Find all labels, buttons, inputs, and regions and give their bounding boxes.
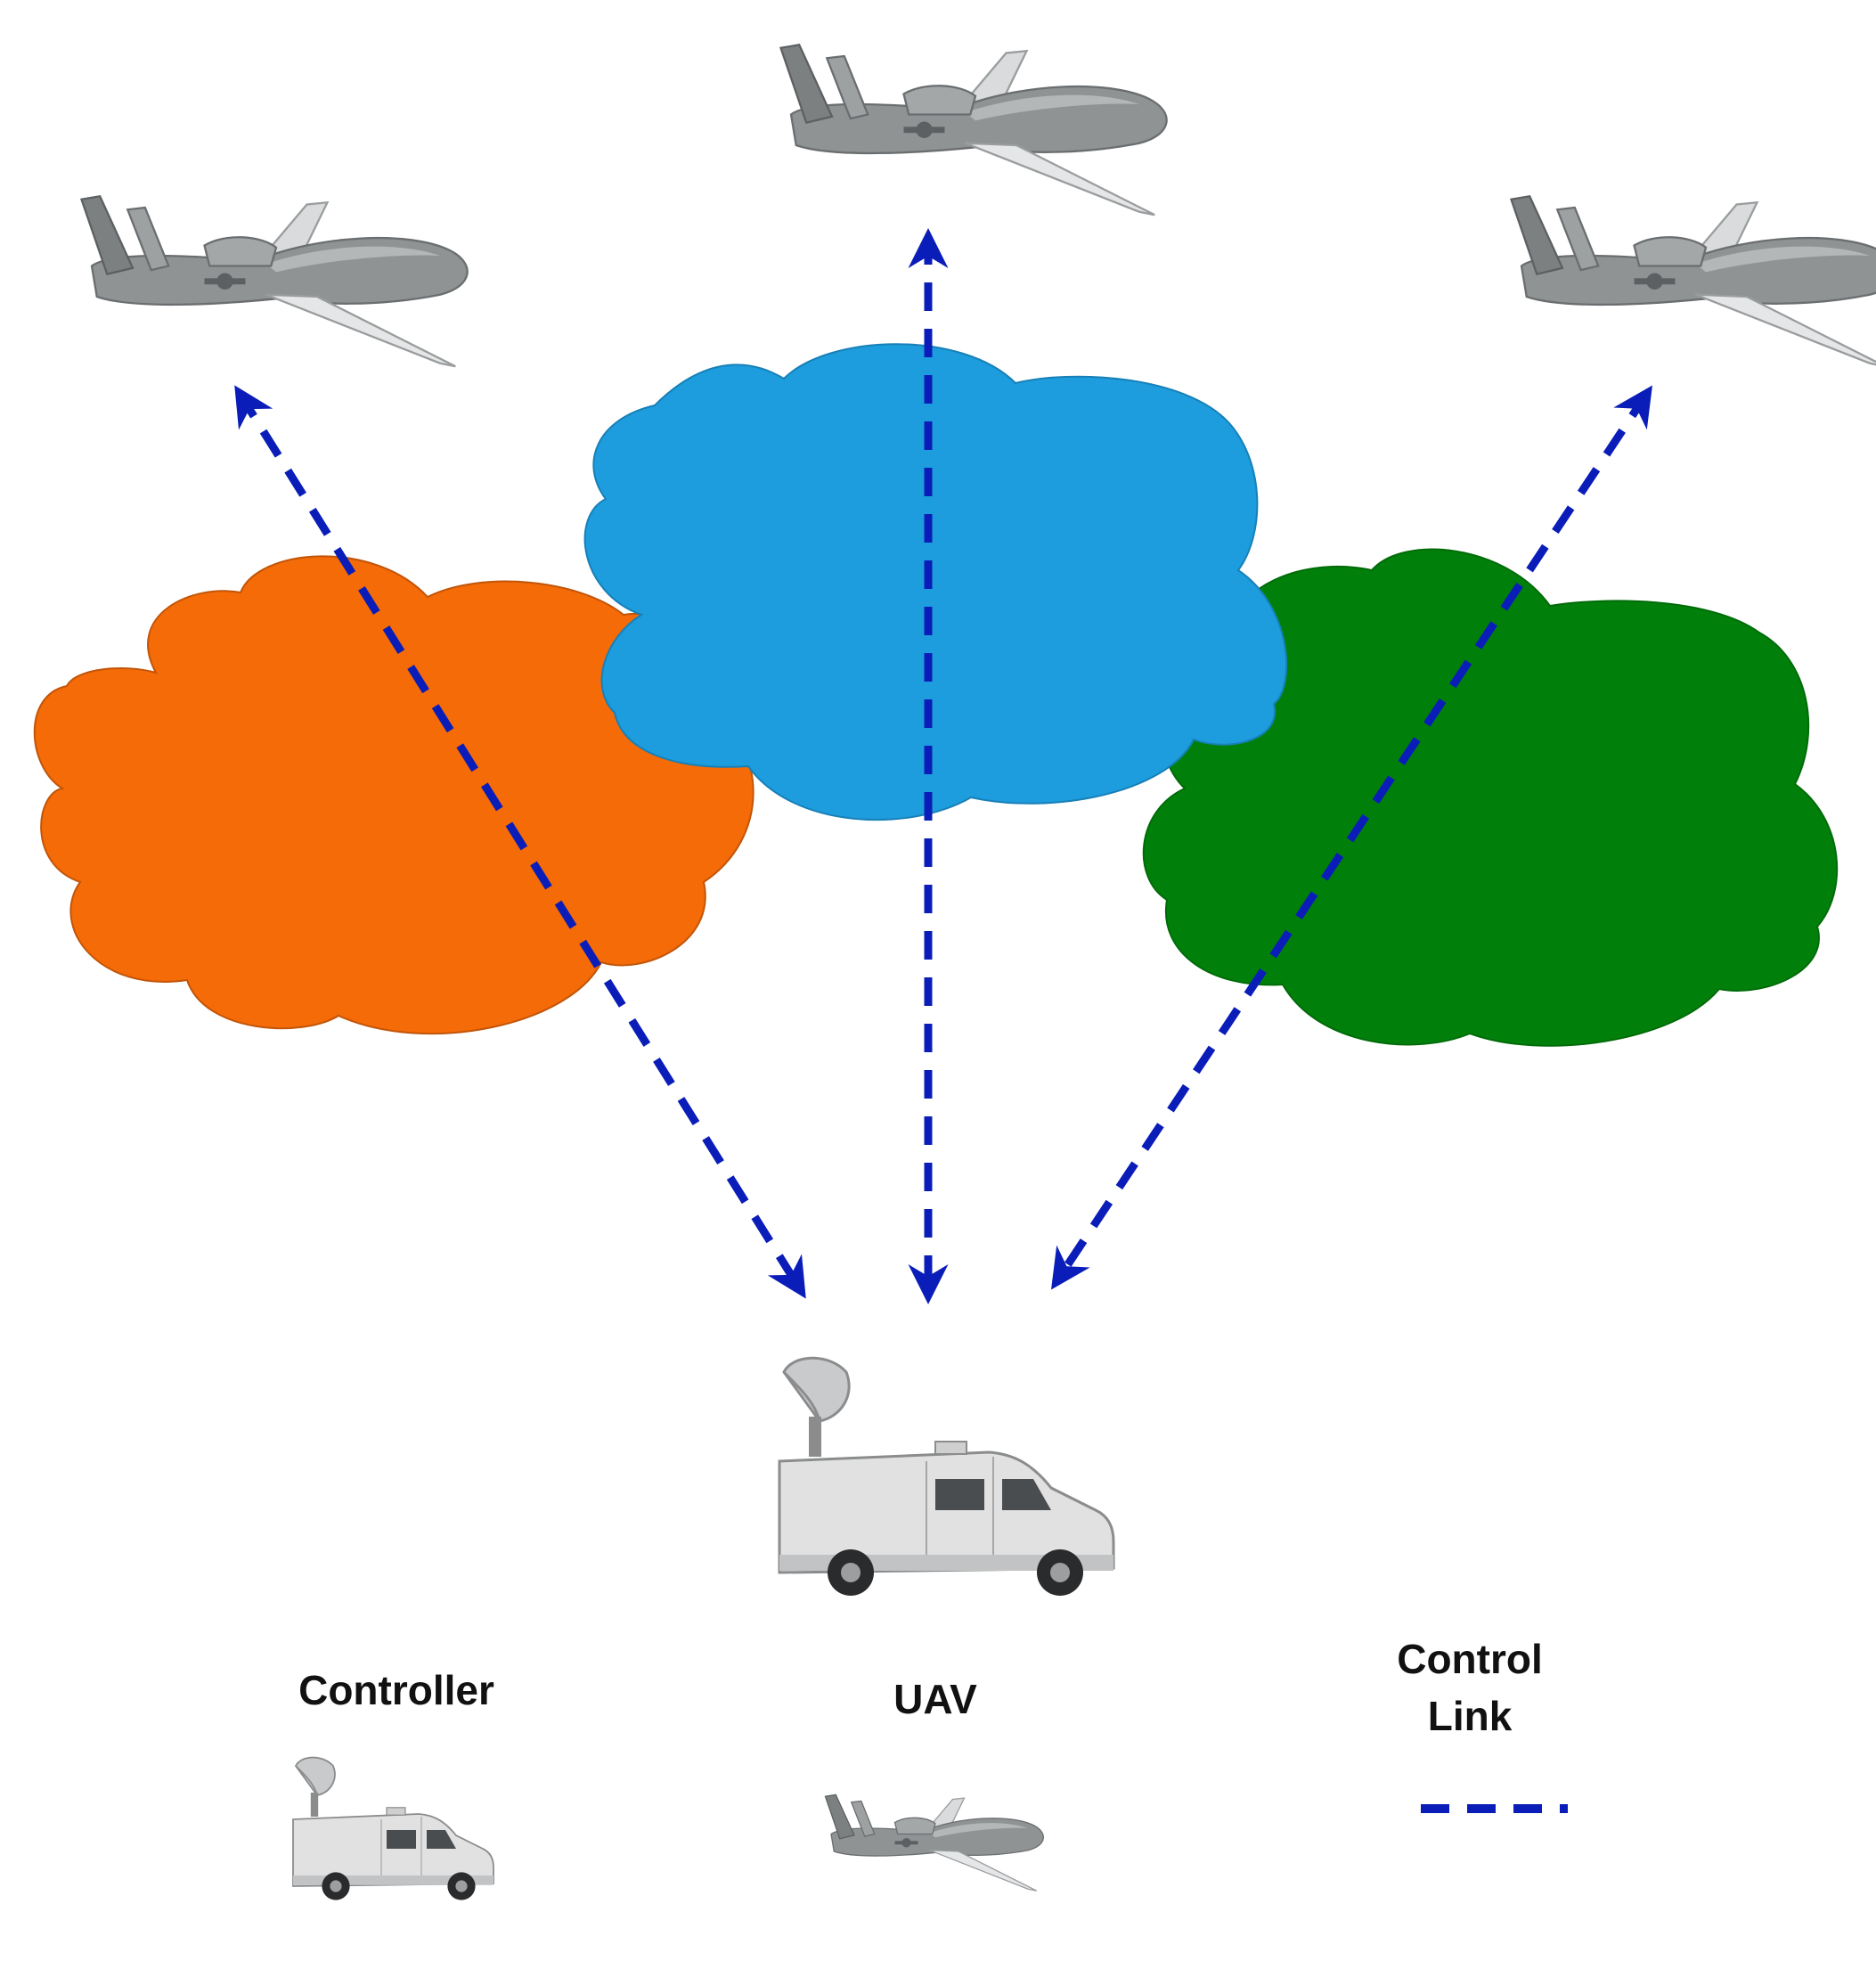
controller-van-icon — [778, 1356, 1115, 1597]
legend-uav-drone-icon — [824, 1793, 1044, 1892]
uav-drone-icon — [779, 44, 1168, 217]
uav-drone-icon — [1510, 195, 1876, 368]
legend-controller-van-icon — [292, 1756, 494, 1901]
control-link-right — [1051, 385, 1652, 1290]
legend-controller-label: Controller — [298, 1667, 494, 1713]
uav-drone-icon — [80, 195, 469, 368]
legend-control-link-label: Control Link — [1397, 1636, 1543, 1739]
legend-uav-label: UAV — [893, 1676, 977, 1722]
control-link-left — [234, 385, 806, 1299]
cloud-middle — [583, 343, 1288, 821]
